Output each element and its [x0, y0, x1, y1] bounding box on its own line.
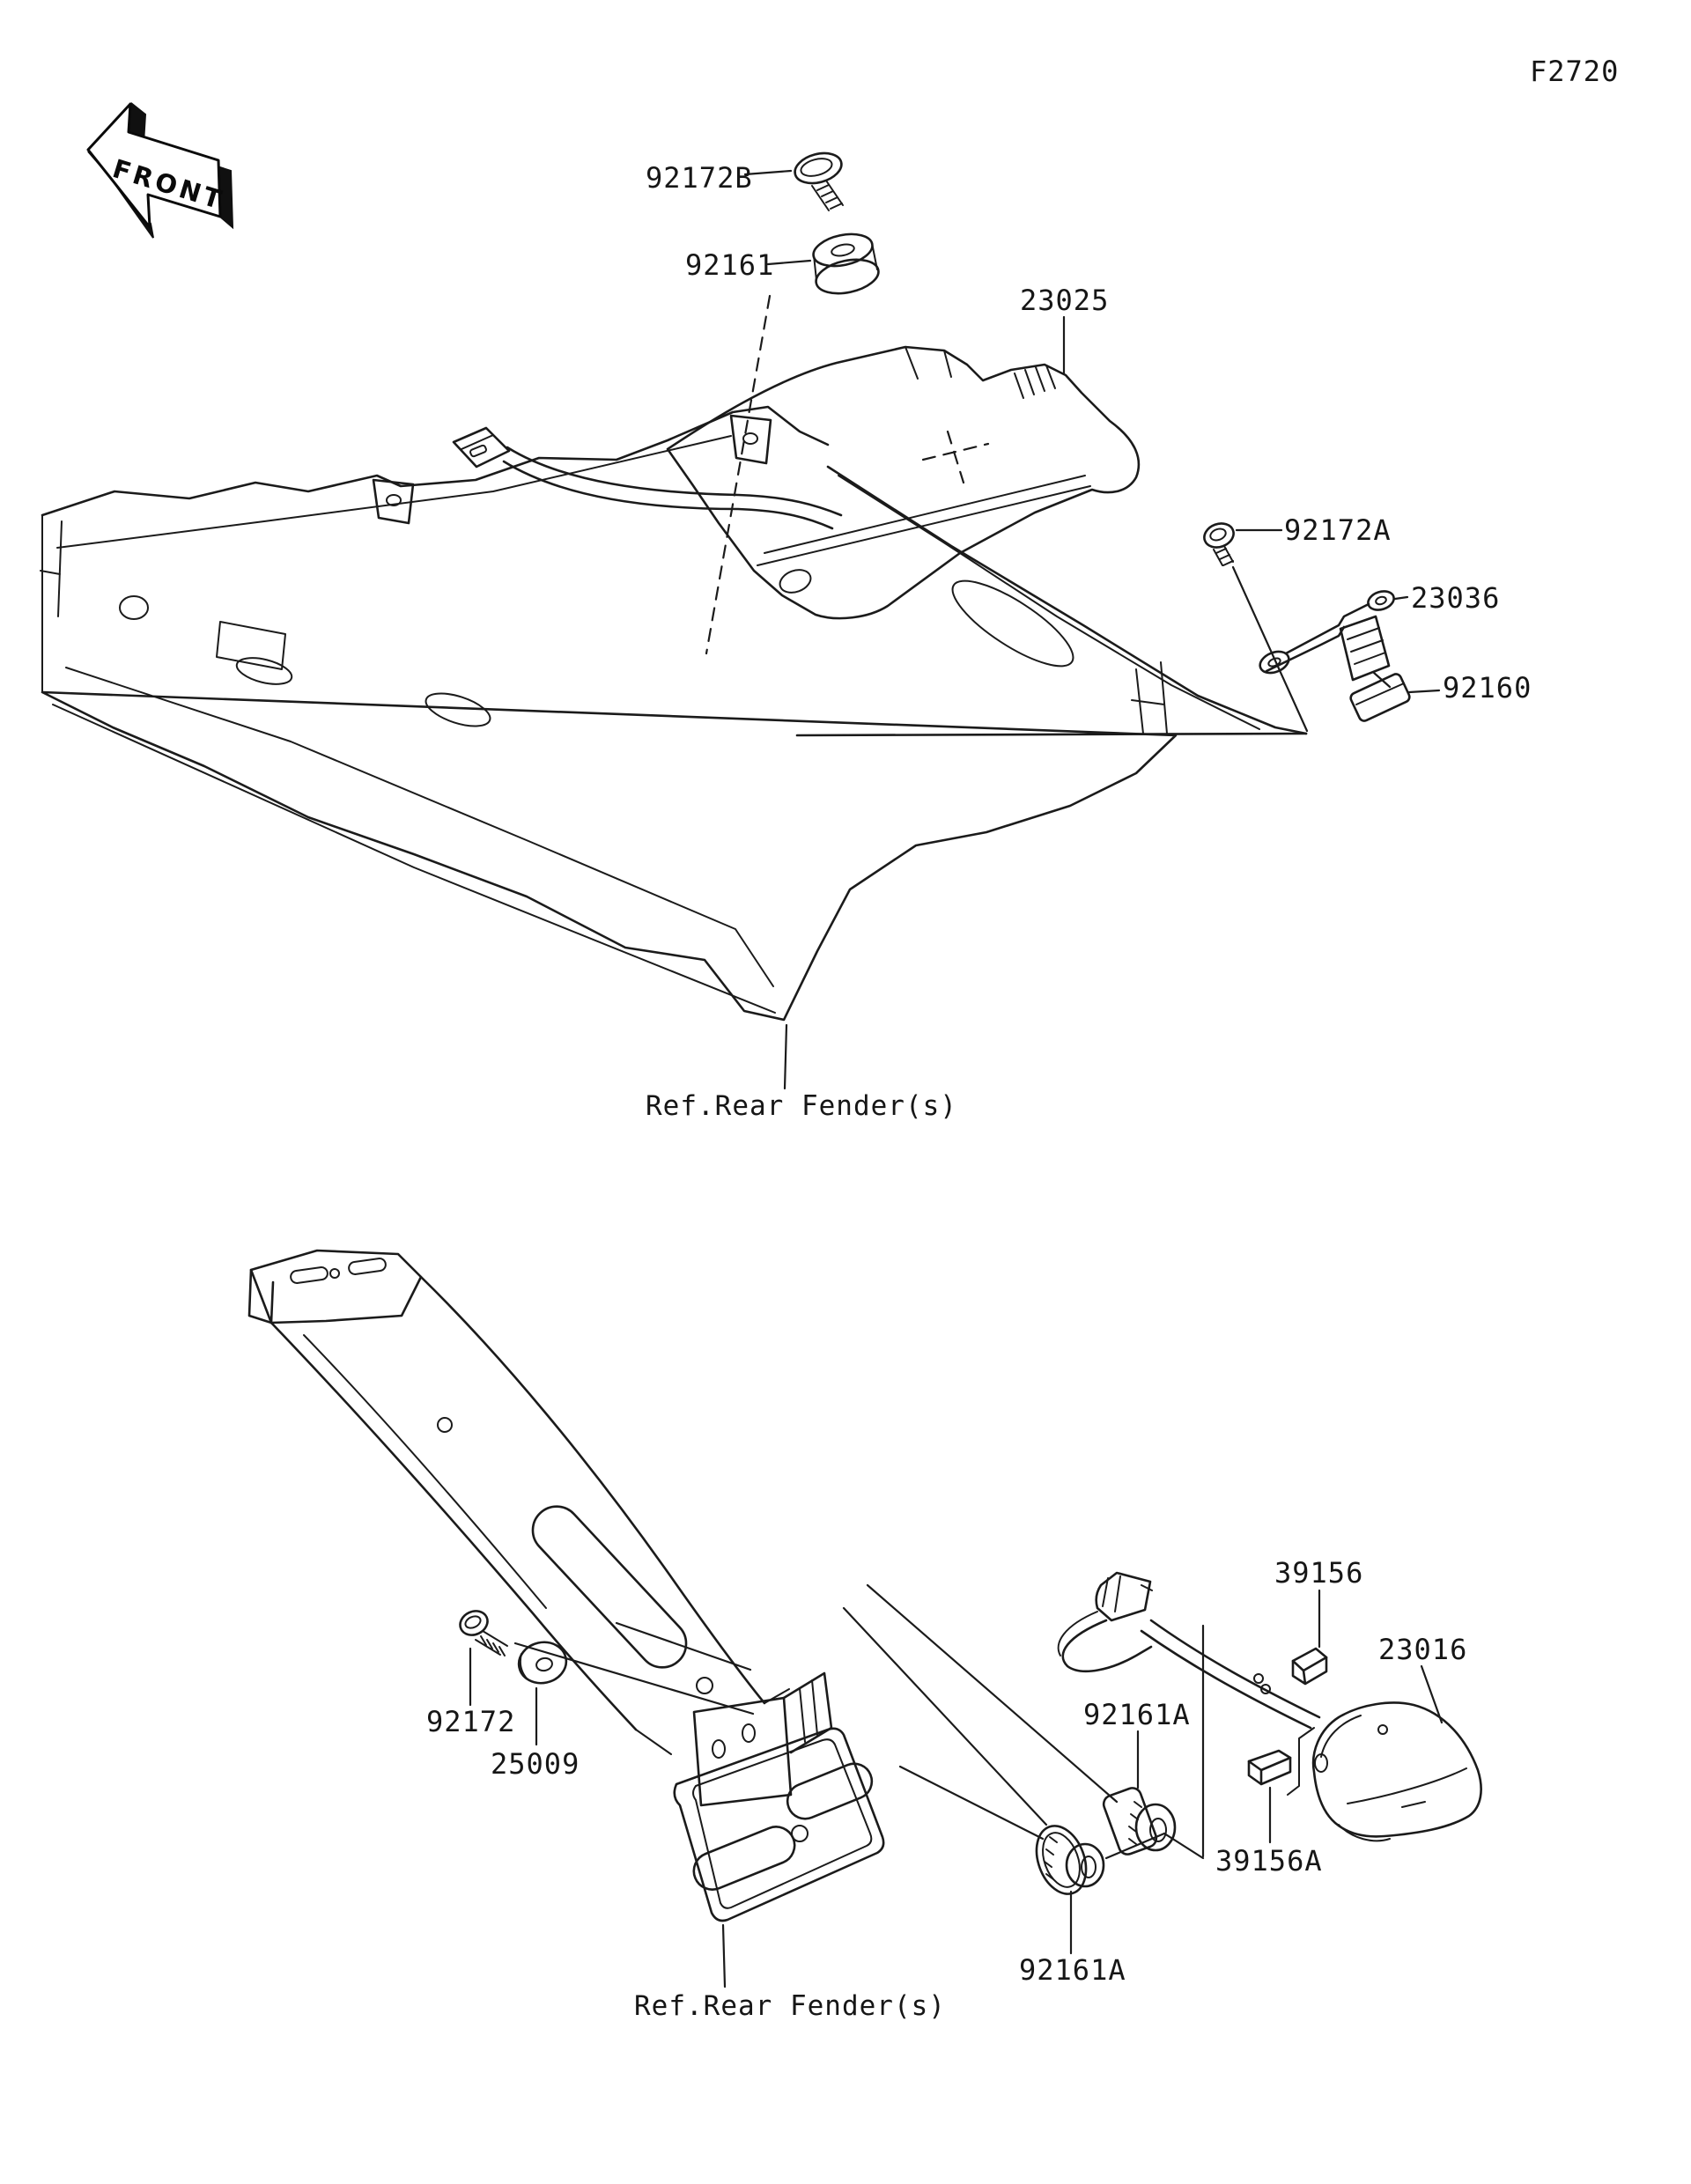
leader-92161 [766, 259, 812, 266]
front-arrow-icon: FRONT [86, 102, 234, 239]
part-label-39156A: 39156A [1215, 1844, 1323, 1878]
license-light-wiring-drawing [1057, 1571, 1321, 1796]
part-label-23025: 23025 [1020, 284, 1109, 317]
rear-fender-drawing [40, 405, 1308, 1022]
part-label-23036: 23036 [1411, 581, 1500, 615]
screw-92172A-drawing [1203, 522, 1309, 733]
part-label-92172A: 92172A [1284, 513, 1392, 547]
bracket-23036-drawing [1259, 590, 1395, 689]
part-label-23016: 23016 [1378, 1633, 1467, 1666]
screw-92172-drawing [459, 1610, 508, 1656]
taillight-cover-23025-drawing [452, 294, 1141, 655]
part-label-92172B: 92172B [646, 161, 753, 195]
license-bracket-drawing [247, 1249, 1205, 1922]
grommet-92161-drawing [812, 232, 880, 295]
part-label-25009: 25009 [491, 1747, 580, 1781]
license-light-lens-23016-drawing [1311, 1701, 1482, 1842]
part-label-39156: 39156 [1274, 1556, 1363, 1590]
leader-23036 [1393, 595, 1409, 601]
part-label-92161A-upper: 92161A [1083, 1698, 1191, 1731]
ref-note-bottom: Ref.Rear Fender(s) [634, 1990, 946, 2022]
leader-ref-rear-fender-bottom [721, 1923, 727, 1988]
part-label-92161A-lower: 92161A [1019, 1953, 1126, 1987]
washer-25009-drawing [517, 1641, 568, 1685]
bottom-diagram: 39156 23016 92161A 92172 25009 39156A 92… [247, 1249, 1482, 2022]
part-label-92160: 92160 [1443, 671, 1532, 705]
damper-39156A-drawing [1247, 1749, 1292, 1786]
figure-code: F2720 [1530, 55, 1619, 88]
grommet-92161A-upper-drawing [1102, 1787, 1177, 1856]
pad-92160-drawing [1349, 673, 1411, 722]
ref-note-top: Ref.Rear Fender(s) [646, 1090, 957, 1122]
screw-92172B-drawing [794, 151, 844, 211]
part-label-92172: 92172 [426, 1705, 515, 1738]
grommet-92161A-lower-drawing [1035, 1825, 1105, 1895]
damper-39156-drawing [1291, 1647, 1328, 1686]
leader-ref-rear-fender-top [783, 1023, 788, 1090]
part-label-92161: 92161 [685, 248, 774, 282]
top-diagram: 92172B 92161 23025 92172A 23036 92160 Re… [40, 151, 1532, 1122]
leader-92172B [743, 169, 793, 176]
leader-23016 [1420, 1664, 1444, 1724]
leader-92160 [1407, 689, 1441, 694]
